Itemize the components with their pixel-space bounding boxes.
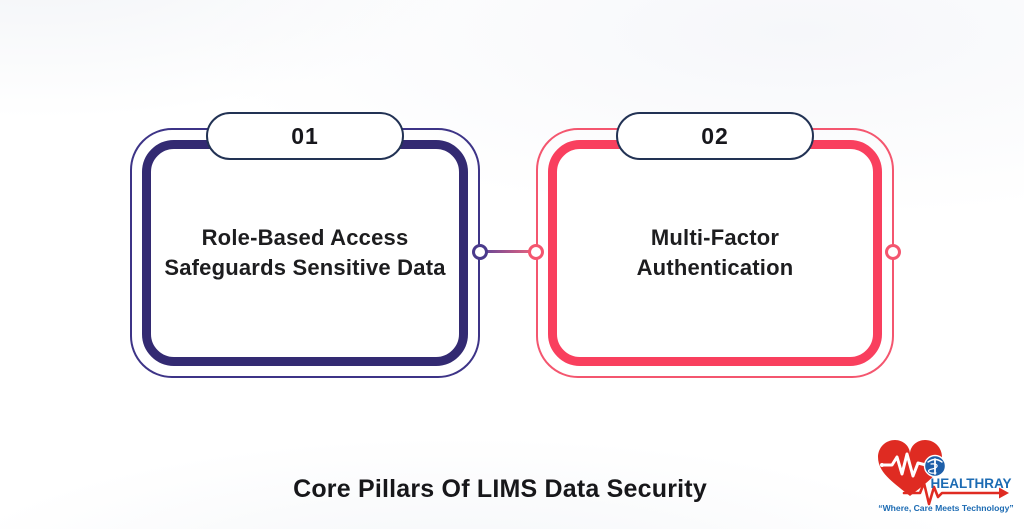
- connector-node-right: [885, 244, 901, 260]
- card-role-based-access: 01 Role-Based Access Safeguards Sensitiv…: [130, 112, 480, 378]
- logo-tagline-text: “Where, Care Meets Technology”: [878, 503, 1013, 513]
- healthray-logo: HEALTHRAY “Where, Care Meets Technology”: [878, 440, 1014, 513]
- step-badge-02: 02: [616, 112, 814, 160]
- heart-ecg-icon: [878, 440, 942, 496]
- arrow-right-icon: [902, 481, 1009, 506]
- card-text-line: Multi-Factor: [650, 225, 780, 250]
- card-text: Role-Based Access Safeguards Sensitive D…: [156, 154, 454, 352]
- step-number: 02: [701, 122, 729, 149]
- connector-line: [480, 250, 536, 253]
- step-number: 01: [291, 122, 319, 149]
- connector-node-middle: [528, 244, 544, 260]
- card-multi-factor-authentication: 02 Multi-Factor Authentication: [536, 112, 894, 378]
- caduceus-icon: [923, 454, 947, 478]
- logo-brand-text: HEALTHRAY: [930, 476, 1011, 491]
- card-text-line: Role-Based Access: [201, 225, 409, 250]
- card-text: Multi-Factor Authentication: [562, 154, 868, 352]
- card-text-line: Safeguards Sensitive Data: [164, 255, 446, 280]
- card-inner-border: [142, 140, 468, 366]
- step-badge-01: 01: [206, 112, 404, 160]
- card-text-line: Authentication: [636, 255, 794, 280]
- connector-node-left: [472, 244, 488, 260]
- page-title: Core Pillars Of LIMS Data Security: [293, 475, 707, 503]
